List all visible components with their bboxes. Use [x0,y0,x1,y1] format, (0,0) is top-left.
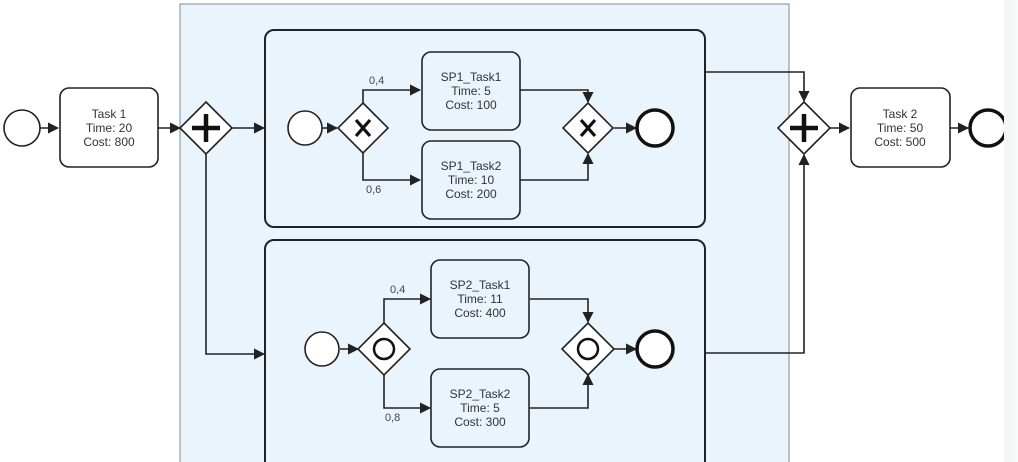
start-event[interactable] [3,109,41,147]
sp2-task-1[interactable]: SP2_Task1 Time: 11 Cost: 400 [430,259,530,339]
sp2-task-1-time: Time: 11 [457,292,503,306]
sequence-flows [40,71,970,414]
sp1-task-1-time: Time: 5 [451,84,491,98]
sp1-task-2-name: SP1_Task2 [441,159,502,173]
sp1-task-1-name: SP1_Task1 [441,70,502,84]
circle-icon [576,337,600,361]
sp2-task-1-name: SP2_Task1 [450,278,511,292]
task-1-time: Time: 20 [86,121,133,135]
subprocess-2[interactable] [264,239,706,462]
sp1-task-2-time: Time: 10 [448,173,495,187]
task-2[interactable]: Task 2 Time: 50 Cost: 500 [850,87,951,168]
task-2-time: Time: 50 [877,121,924,135]
sp2-inclusive-merge-gateway[interactable] [560,321,616,377]
sp2-task-1-cost: Cost: 400 [454,306,506,320]
flow-sp1-to-join [706,71,810,103]
sp1-upper-probability: 0,4 [369,75,384,87]
sp1-task-2[interactable]: SP1_Task2 Time: 10 Cost: 200 [421,140,521,220]
sp2-end-event[interactable] [635,329,675,369]
sp1-task-2-cost: Cost: 200 [445,187,497,201]
canvas-edge-shade [1004,0,1018,462]
sp1-lower-probability: 0,6 [366,184,381,196]
task-2-cost: Cost: 500 [874,135,926,149]
flow-sp1-xor-to-task2 [362,153,422,186]
task-1[interactable]: Task 1 Time: 20 Cost: 800 [59,87,159,168]
sp1-start-event[interactable] [287,110,323,146]
circle-icon [372,337,396,361]
sp2-task-2[interactable]: SP2_Task2 Time: 5 Cost: 300 [430,368,530,448]
flow-sp2-or-to-task2 [383,375,432,414]
sp1-exclusive-split-gateway[interactable] [336,101,390,155]
flow-split-to-sp2 [205,154,266,360]
x-icon [354,118,372,138]
plus-icon [192,114,220,142]
flow-sp2-to-join [706,153,810,354]
end-event[interactable] [968,108,1008,148]
sp2-task-2-cost: Cost: 300 [454,415,506,429]
sp2-lower-probability: 0,8 [385,412,400,424]
task-1-name: Task 1 [92,107,127,121]
sp2-task-2-time: Time: 5 [460,401,500,415]
flow-sp2-task2-to-merge [530,373,594,409]
sp1-exclusive-merge-gateway[interactable] [561,101,615,155]
sp2-start-event[interactable] [304,331,340,367]
sp1-end-event[interactable] [635,108,675,148]
task-2-name: Task 2 [883,107,918,121]
x-icon [579,118,597,138]
sp2-task-2-name: SP2_Task2 [450,387,511,401]
sp2-inclusive-split-gateway[interactable] [356,321,412,377]
parallel-split-gateway[interactable] [178,100,234,156]
flow-sp1-xor-to-task1 [362,84,422,103]
flow-sp2-task1-to-merge [530,298,594,324]
plus-icon [790,114,818,142]
flow-sp1-task2-to-merge [520,152,594,181]
flow-sp1-task1-to-merge [520,89,594,104]
sp1-task-1-cost: Cost: 100 [445,98,497,112]
sp2-upper-probability: 0,4 [390,284,405,296]
parallel-join-gateway[interactable] [776,100,832,156]
task-1-cost: Cost: 800 [83,135,135,149]
sp1-task-1[interactable]: SP1_Task1 Time: 5 Cost: 100 [421,51,521,131]
flow-sp2-or-to-task1 [383,293,432,323]
